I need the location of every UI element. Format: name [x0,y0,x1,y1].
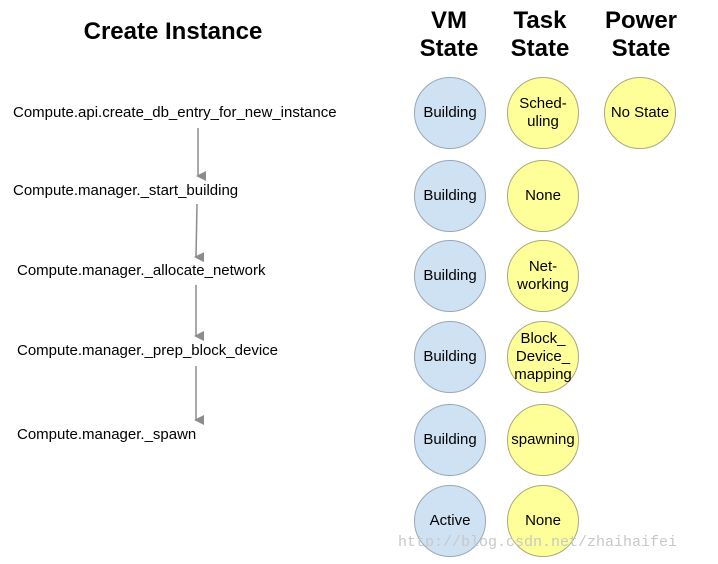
watermark: http://blog.csdn.net/zhaihaifei [398,534,678,551]
task-state-circle: spawning [507,404,579,476]
step-create-db-entry: Compute.api.create_db_entry_for_new_inst… [13,104,337,121]
task-state-circle: None [507,485,579,557]
step-spawn: Compute.manager._spawn [17,426,197,443]
power-state-circle: No State [604,77,676,149]
diagram-title: Create Instance [83,18,263,45]
task-state-circle: Sched- uling [507,77,579,149]
task-state-circle: Net- working [507,240,579,312]
vm-state-circle: Active [414,485,486,557]
power-state-header: Power State [604,7,678,62]
task-state-header: Task State [510,7,570,62]
task-state-circle: None [507,160,579,232]
vm-state-circle: Building [414,160,486,232]
arrow-2 [194,203,205,263]
vm-state-circle: Building [414,404,486,476]
vm-state-circle: Building [414,77,486,149]
vm-state-circle: Building [414,321,486,393]
step-allocate-network: Compute.manager._allocate_network [17,262,266,279]
vm-state-circle: Building [414,240,486,312]
step-start-building: Compute.manager._start_building [13,182,239,199]
task-state-circle: Block_ Device_ mapping [507,321,579,393]
vm-state-header: VM State [419,7,479,62]
step-prep-block-device: Compute.manager._prep_block_device [17,342,278,359]
